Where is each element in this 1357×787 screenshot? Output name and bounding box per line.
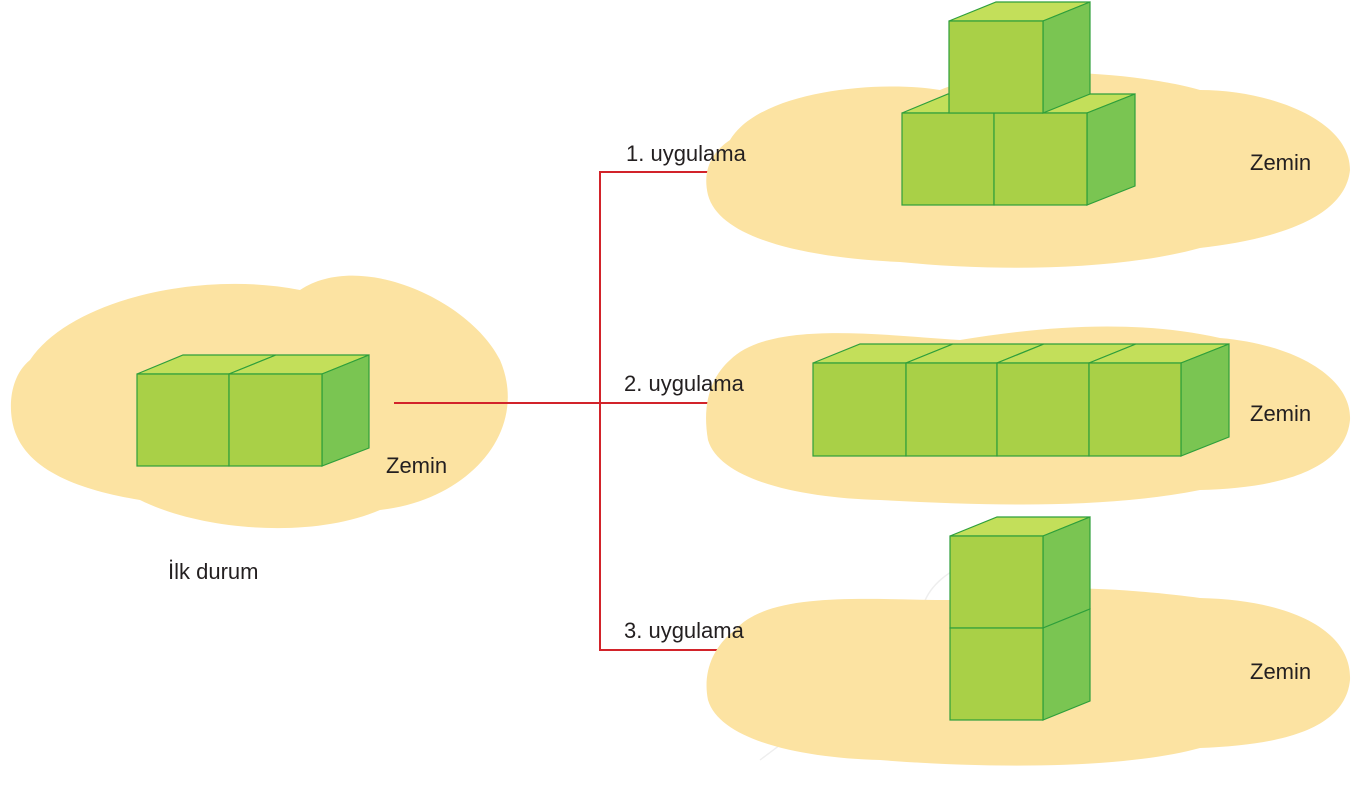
cube-group-app-2 bbox=[812, 343, 1230, 457]
cube-group-app-3 bbox=[949, 516, 1091, 721]
app-1-label: 1. uygulama bbox=[626, 141, 747, 166]
ground-label-app-1: Zemin bbox=[1250, 150, 1311, 175]
initial-caption: İlk durum bbox=[168, 559, 258, 584]
app-2-label: 2. uygulama bbox=[624, 371, 745, 396]
cube-group-app-1 bbox=[901, 1, 1136, 206]
cube-group-initial bbox=[136, 354, 370, 467]
app-3-label: 3. uygulama bbox=[624, 618, 745, 643]
ground-label-app-3: Zemin bbox=[1250, 659, 1311, 684]
ground-label-initial: Zemin bbox=[386, 453, 447, 478]
ground-label-app-2: Zemin bbox=[1250, 401, 1311, 426]
